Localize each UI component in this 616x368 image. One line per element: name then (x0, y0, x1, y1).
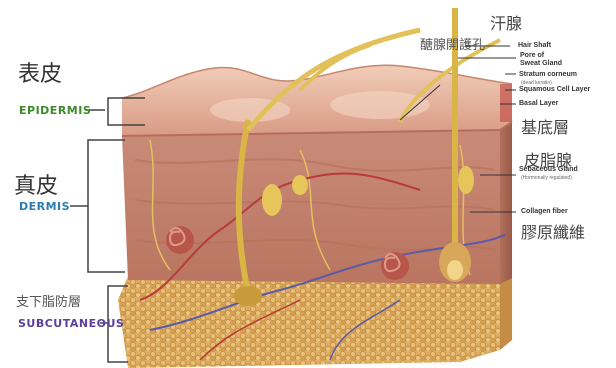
sweat-gland-coil-left (166, 226, 194, 254)
dermis-bracket (70, 140, 125, 272)
sweat-gland-coil-right (381, 252, 409, 280)
subcutaneous-fat-layer (118, 276, 512, 368)
sweat-pore-label-zh: 醣腺開護孔 (420, 34, 485, 53)
hair-shaft-label: Hair Shaft (518, 42, 551, 50)
basal-layer-label: Basal Layer (519, 100, 558, 108)
subcutaneous-label-zh: 支下脂防層 (16, 291, 81, 310)
sweat-gland-label-zh: 汗腺 (490, 10, 522, 34)
sebaceous-gland-note: (Hormonally regulated) (521, 175, 572, 181)
basal-layer-label-zh: 基底層 (521, 114, 569, 138)
dermis-label-zh: 真皮 (14, 168, 58, 200)
epidermis-label-zh: 表皮 (18, 56, 62, 88)
dermis-label-en: DERMIS (19, 200, 70, 213)
sebaceous-gland-label: Sebaceous Gland (519, 166, 578, 174)
collagen-fiber-label-zh: 膠原纖維 (521, 219, 585, 243)
epidermis-label-en: EPIDERMIS (19, 104, 91, 117)
collagen-fiber-label: Collagen fiber (521, 208, 568, 216)
subcutaneous-label-en: SUBCUTANEOUS (18, 317, 124, 330)
stratum-corneum-label: Stratum corneum (519, 71, 577, 79)
squamous-cell-layer-label: Squamous Cell Layer (519, 86, 590, 94)
sweat-pore-label: Pore of Sweat Gland (520, 52, 562, 68)
